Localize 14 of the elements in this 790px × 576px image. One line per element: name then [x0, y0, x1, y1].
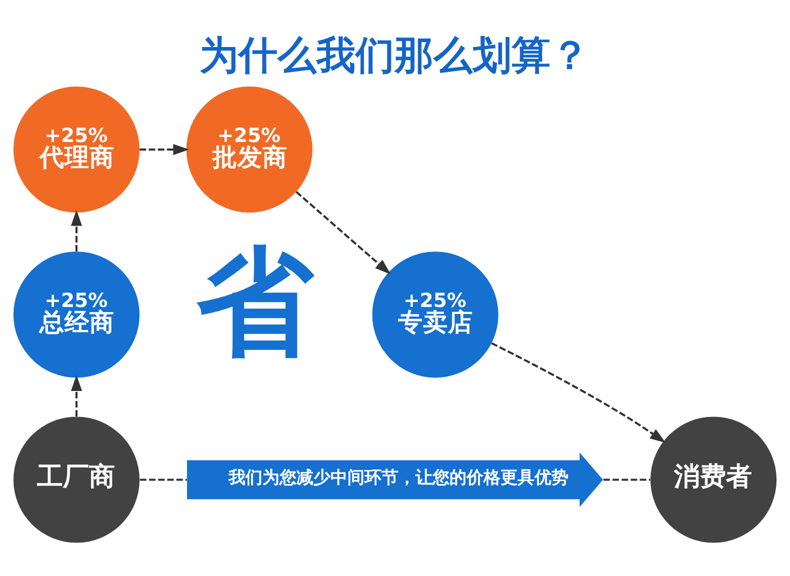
node-circle: +25% 总经商	[13, 252, 140, 378]
label: 省	[196, 234, 314, 371]
arrow	[70, 210, 82, 252]
diagram-title: 为什么我们那么划算？	[199, 33, 590, 78]
arrow	[70, 375, 82, 417]
node-circle: +25% 代理商	[13, 86, 140, 213]
node-circle: +25% 专卖店	[372, 252, 498, 378]
node-circle: 工厂商	[13, 416, 140, 543]
connector	[603, 478, 650, 481]
arrow	[491, 342, 666, 443]
connector	[140, 478, 187, 481]
node-circle: +25% 批发商	[186, 86, 312, 213]
arrow	[140, 144, 190, 156]
arrow	[296, 191, 391, 274]
